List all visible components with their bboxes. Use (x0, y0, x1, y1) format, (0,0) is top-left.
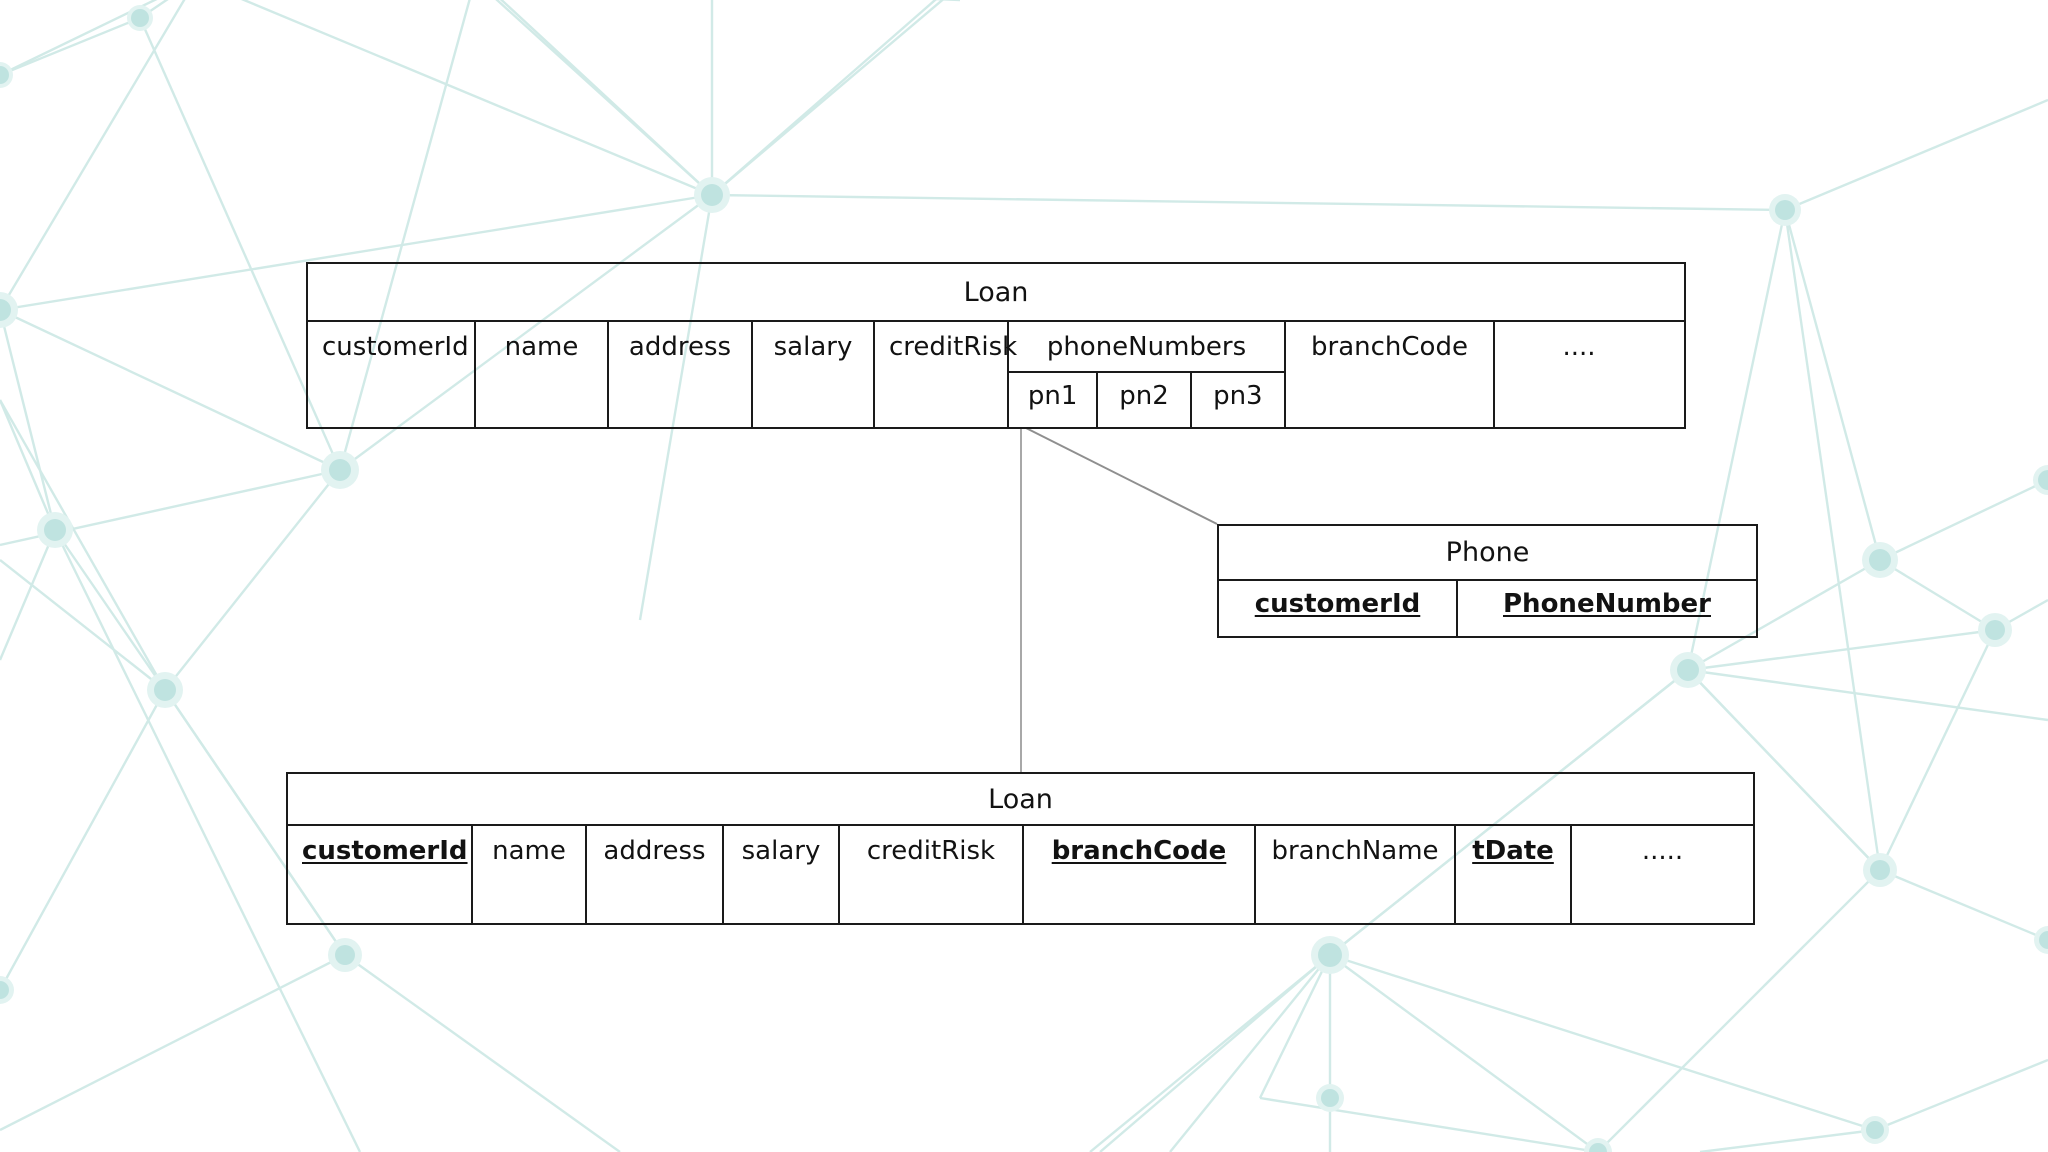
column-norm-branchCode: branchCode (1024, 826, 1256, 923)
column-label-branchCode: branchCode (1311, 332, 1468, 362)
column-label-norm-branchName: branchName (1271, 836, 1439, 866)
column-label-norm-salary: salary (741, 836, 821, 866)
table-columns-loan-unnormalized: customerId name address salary creditRis… (308, 322, 1684, 427)
subcolumn-pn3: pn3 (1192, 373, 1284, 427)
column-label-norm-creditRisk: creditRisk (866, 836, 996, 866)
column-phone-customerId: customerId (1219, 581, 1458, 636)
table-columns-loan-normalized: customerId name address salary creditRis… (288, 826, 1753, 923)
subcolumn-label-pn3: pn3 (1213, 381, 1263, 411)
table-loan-normalized: Loan customerId name address salary cred… (286, 772, 1755, 925)
column-norm-address: address (587, 826, 724, 923)
column-label-ellipsis: .... (1562, 332, 1596, 362)
table-title-loan-unnormalized: Loan (308, 264, 1684, 322)
column-ellipsis: .... (1495, 322, 1663, 427)
column-phoneNumbers: phoneNumbers pn1 pn2 pn3 (1009, 322, 1286, 427)
column-label-norm-branchCode: branchCode (1051, 836, 1227, 866)
subcolumn-pn2: pn2 (1098, 373, 1192, 427)
column-phone-PhoneNumber: PhoneNumber (1458, 581, 1756, 636)
column-label-salary: salary (773, 332, 853, 362)
column-label-norm-address: address (603, 836, 706, 866)
subcolumn-pn1: pn1 (1009, 373, 1099, 427)
column-norm-tDate: tDate (1456, 826, 1572, 923)
column-name: name (476, 322, 609, 427)
subcolumn-label-pn1: pn1 (1027, 381, 1078, 411)
column-label-phone-PhoneNumber: PhoneNumber (1503, 589, 1711, 619)
column-norm-creditRisk: creditRisk (840, 826, 1024, 923)
column-label-creditRisk: creditRisk (889, 332, 1018, 362)
table-phone: Phone customerId PhoneNumber (1217, 524, 1758, 638)
table-title-phone: Phone (1219, 526, 1756, 581)
column-label-address: address (628, 332, 732, 362)
column-label-norm-ellipsis: ..... (1641, 836, 1684, 866)
subcolumns-phoneNumbers: pn1 pn2 pn3 (1009, 373, 1284, 427)
loan-to-phone-connector (1025, 427, 1218, 525)
column-creditRisk: creditRisk (875, 322, 1018, 427)
column-label-norm-tDate: tDate (1472, 836, 1554, 866)
table-title-loan-normalized: Loan (288, 774, 1753, 826)
column-norm-ellipsis: ..... (1572, 826, 1753, 923)
column-label-name: name (504, 332, 579, 362)
column-norm-salary: salary (724, 826, 840, 923)
column-address: address (609, 322, 753, 427)
column-label-norm-name: name (492, 836, 566, 866)
column-norm-branchName: branchName (1256, 826, 1456, 923)
column-label-phone-customerId: customerId (1254, 589, 1421, 619)
column-branchCode: branchCode (1286, 322, 1495, 427)
table-columns-phone: customerId PhoneNumber (1219, 581, 1756, 636)
column-customerId: customerId (308, 322, 476, 427)
subcolumn-label-pn2: pn2 (1119, 381, 1169, 411)
column-salary: salary (753, 322, 875, 427)
table-loan-unnormalized: Loan customerId name address salary cred… (306, 262, 1686, 429)
column-label-customerId: customerId (322, 332, 469, 362)
column-norm-customerId: customerId (288, 826, 473, 923)
column-norm-name: name (473, 826, 587, 923)
column-label-phoneNumbers: phoneNumbers (1009, 322, 1284, 373)
column-label-norm-customerId: customerId (302, 836, 468, 866)
